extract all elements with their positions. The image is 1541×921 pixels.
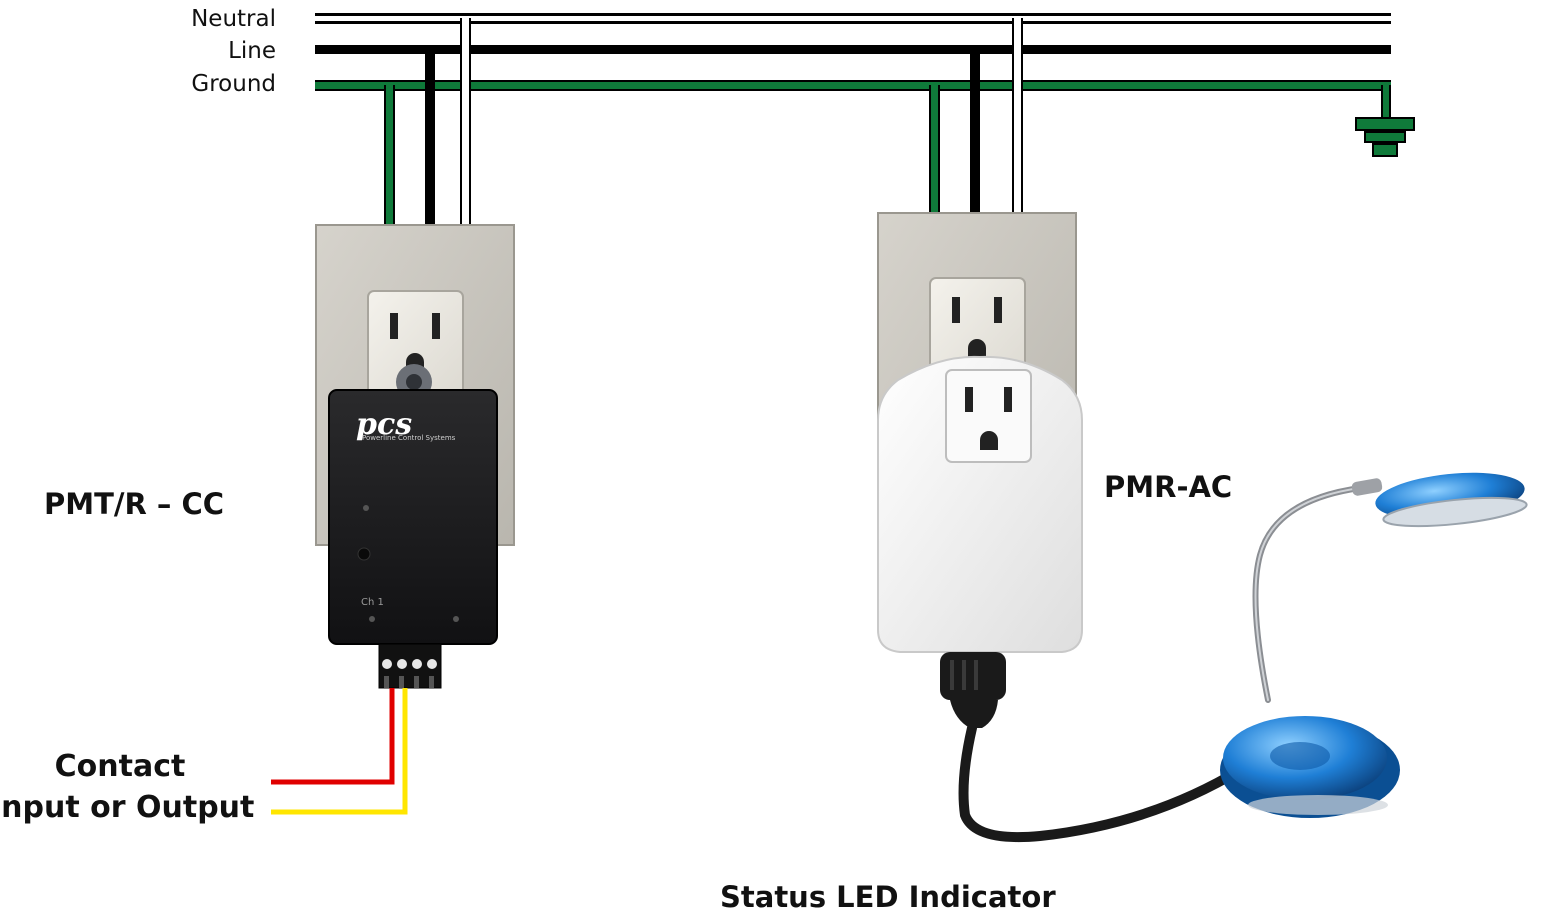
contact-label-line2: Input or Output <box>0 790 255 825</box>
module-screw-left <box>369 616 375 622</box>
contact-label: Contact Input or Output <box>0 746 255 828</box>
earth-ground-icon <box>1355 85 1415 157</box>
module-screw-right <box>453 616 459 622</box>
pmr-ac-module <box>877 355 1083 653</box>
contact-label-line1: Contact <box>54 749 186 784</box>
line-bus <box>315 45 1391 54</box>
module-led-top <box>363 505 369 511</box>
neutral-bus <box>315 13 1391 24</box>
pmt-r-cc-label: PMT/R – CC <box>44 487 225 521</box>
right-drop-wires <box>929 18 1023 215</box>
line-label: Line <box>228 38 276 64</box>
outlet-icon <box>367 290 464 402</box>
neutral-label: Neutral <box>191 6 276 32</box>
ground-bus <box>315 80 1391 91</box>
pmt-r-cc-module: pcs Powerline Control Systems Ch 1 <box>328 389 498 645</box>
module-led-mid <box>357 547 371 561</box>
pcs-logo-tagline: Powerline Control Systems <box>362 434 456 442</box>
ground-label: Ground <box>191 71 276 97</box>
pmr-ac-label: PMR-AC <box>1104 470 1233 504</box>
desk-lamp-icon <box>1220 472 1528 818</box>
status-led-caption: Status LED Indicator <box>720 880 1056 914</box>
left-drop-wires <box>384 18 471 225</box>
plug-cord <box>940 652 1245 843</box>
terminal-block <box>378 643 442 689</box>
contact-wires <box>271 688 408 815</box>
pcs-logo: pcs <box>356 407 412 442</box>
channel-label: Ch 1 <box>361 597 384 608</box>
